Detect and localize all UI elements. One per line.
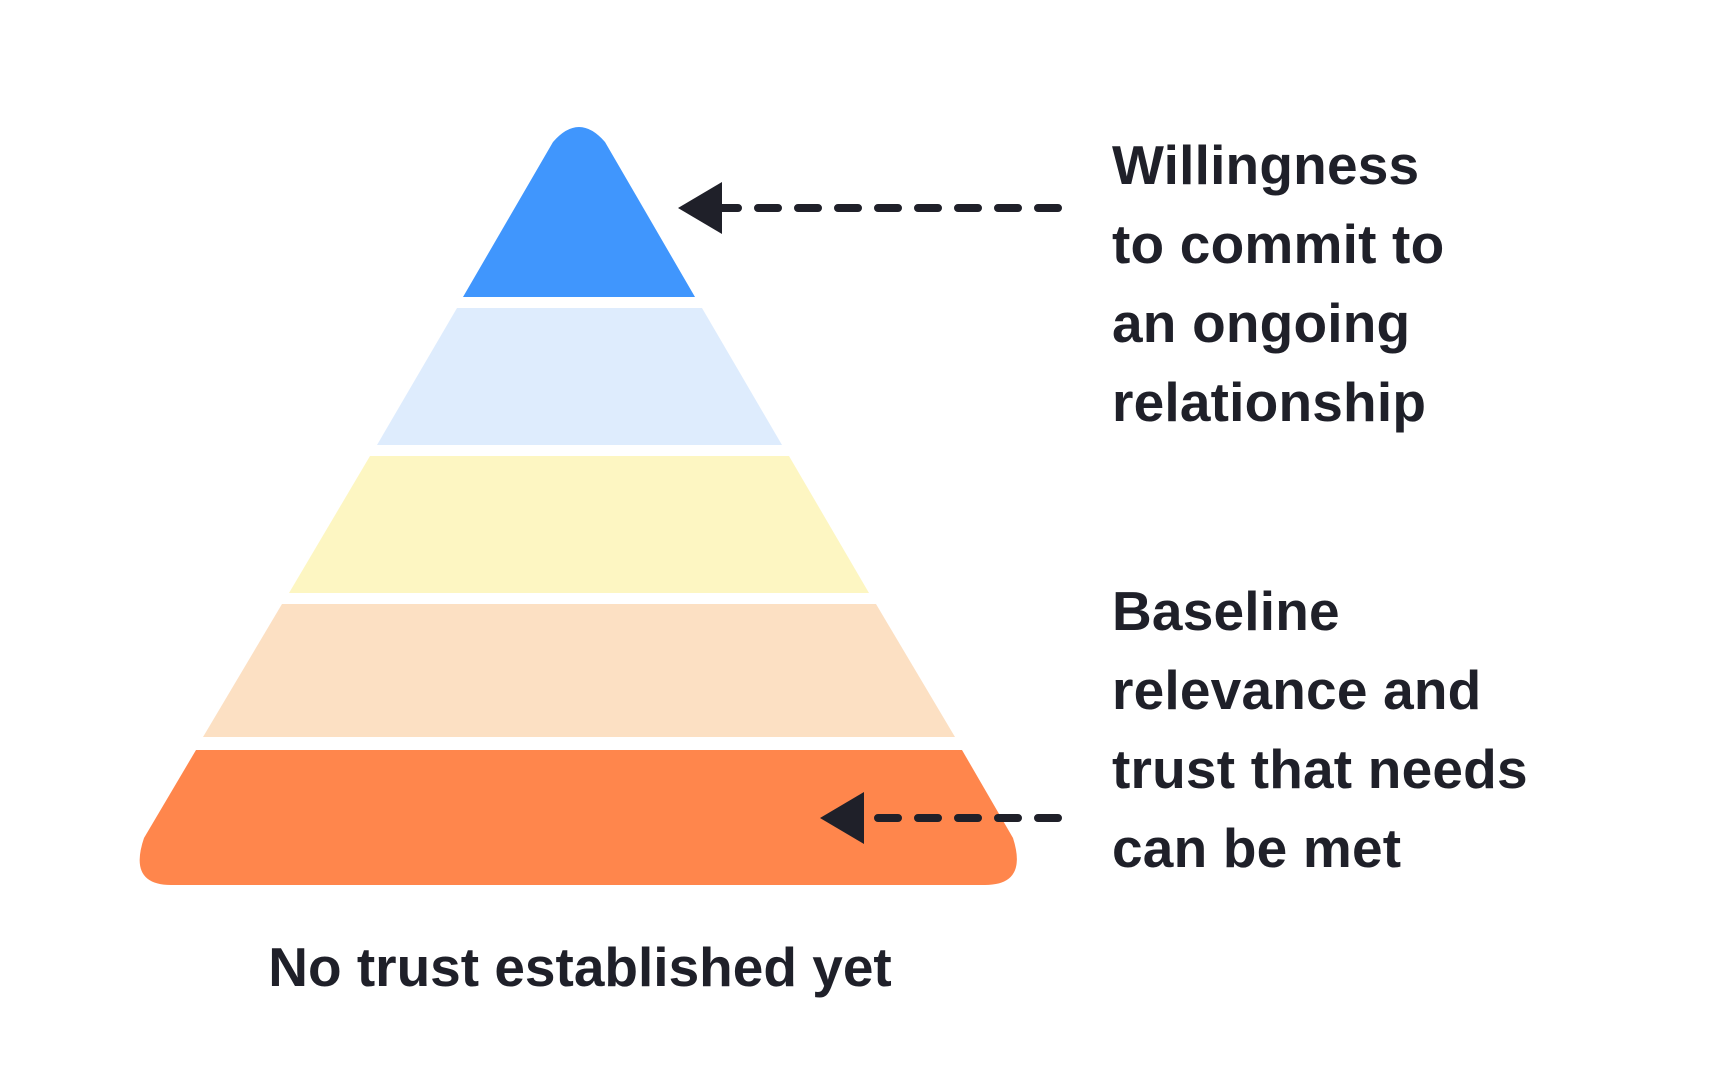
pyramid-tier-5-base xyxy=(139,750,1017,885)
arrow-top xyxy=(678,182,1062,234)
callout-top-line: relationship xyxy=(1112,371,1427,433)
arrow-bottom xyxy=(820,792,1062,844)
callout-top-text: Willingness to commit to an ongoing rela… xyxy=(1112,126,1444,442)
callout-bottom-line: can be met xyxy=(1112,817,1402,879)
callout-bottom-line: Baseline xyxy=(1112,580,1340,642)
pyramid xyxy=(139,127,1017,885)
pyramid-tier-4 xyxy=(203,604,955,737)
arrow-bottom-head xyxy=(820,792,864,844)
callout-top-line: to commit to xyxy=(1112,213,1445,275)
pyramid-tier-1-top xyxy=(463,127,695,297)
callout-bottom-text: Baseline relevance and trust that needs … xyxy=(1112,572,1528,888)
arrow-top-head xyxy=(678,182,722,234)
pyramid-tier-2 xyxy=(377,308,782,445)
callout-top-line: Willingness xyxy=(1112,134,1420,196)
pyramid-tier-3 xyxy=(289,456,869,593)
callout-bottom-line: relevance and xyxy=(1112,659,1482,721)
callout-bottom-line: trust that needs xyxy=(1112,738,1528,800)
callout-top-line: an ongoing xyxy=(1112,292,1411,354)
pyramid-caption: No trust established yet xyxy=(268,936,892,998)
